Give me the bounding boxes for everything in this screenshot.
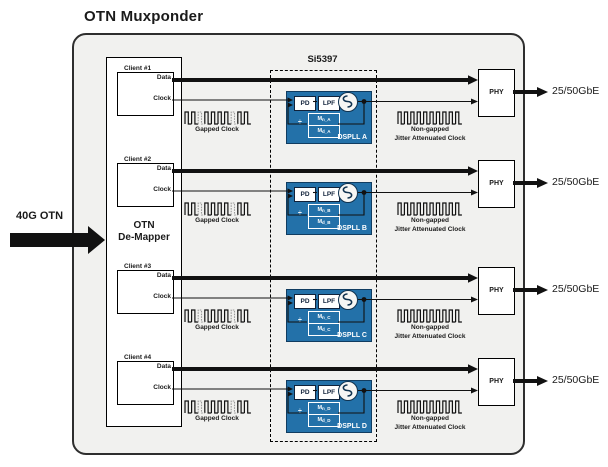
phase-detector-box: PD [294, 187, 316, 202]
loop-filter-box: LPF [318, 294, 340, 309]
gapped-clock-caption: Gapped Clock [195, 217, 239, 224]
nongapped-caption-line1: Non-gapped [411, 415, 449, 422]
dspll-block: PD LPF ÷ Mn_A Md_A DSPLL A [286, 91, 372, 144]
divide-sign: ÷ [298, 210, 302, 217]
page-title: OTN Muxponder [84, 8, 204, 25]
data-port-label: Data [156, 74, 171, 81]
phy-box: PHY [478, 267, 515, 315]
gapped-clock-caption: Gapped Clock [195, 324, 239, 331]
data-port-label: Data [156, 272, 171, 279]
nongapped-clock-waveform-icon [397, 111, 462, 125]
clock-port-label: Clock [153, 186, 171, 193]
si5397-label: Si5397 [307, 54, 338, 65]
oscillator-icon [338, 183, 358, 203]
gapped-clock-waveform-icon [184, 202, 251, 216]
nongapped-caption-line2: Jitter Attenuated Clock [394, 424, 466, 431]
nongapped-caption-line1: Non-gapped [411, 217, 449, 224]
divide-sign: ÷ [298, 317, 302, 324]
dspll-name-label: DSPLL A [337, 134, 367, 141]
client-label: Client #1 [124, 65, 152, 72]
phy-box: PHY [478, 358, 515, 406]
dspll-name-label: DSPLL C [337, 332, 367, 339]
clock-port-label: Clock [153, 384, 171, 391]
nongapped-clock-waveform-icon [397, 202, 462, 216]
phase-detector-box: PD [294, 96, 316, 111]
client-label: Client #4 [124, 354, 152, 361]
phase-detector-box: PD [294, 385, 316, 400]
gapped-clock-waveform-icon [184, 309, 251, 323]
phase-detector-box: PD [294, 294, 316, 309]
clock-port-label: Clock [153, 95, 171, 102]
output-rate-label: 25/50GbE [552, 85, 600, 97]
loop-filter-box: LPF [318, 96, 340, 111]
phy-box: PHY [478, 160, 515, 208]
dspll-block: PD LPF ÷ Mn_C Md_C DSPLL C [286, 289, 372, 342]
loop-filter-box: LPF [318, 187, 340, 202]
oscillator-icon [338, 92, 358, 112]
output-rate-label: 25/50GbE [552, 176, 600, 188]
nongapped-caption-line2: Jitter Attenuated Clock [394, 333, 466, 340]
feedback-divider-box: Mn_C Md_C [308, 311, 340, 336]
otn-demapper-label: OTN De-Mapper [118, 220, 170, 243]
feedback-divider-box: Mn_D Md_D [308, 402, 340, 427]
feedback-divider-box: Mn_A Md_A [308, 113, 340, 138]
clock-port-label: Clock [153, 293, 171, 300]
nongapped-clock-waveform-icon [397, 400, 462, 414]
gapped-clock-caption: Gapped Clock [195, 126, 239, 133]
client-box: Data Clock [117, 163, 174, 207]
input-40g-otn-label: 40G OTN [16, 210, 64, 222]
dspll-name-label: DSPLL B [337, 225, 367, 232]
gapped-clock-waveform-icon [184, 400, 251, 414]
dspll-block: PD LPF ÷ Mn_D Md_D DSPLL D [286, 380, 372, 433]
dspll-block: PD LPF ÷ Mn_B Md_B DSPLL B [286, 182, 372, 235]
nongapped-caption-line2: Jitter Attenuated Clock [394, 135, 466, 142]
nongapped-caption-line1: Non-gapped [411, 324, 449, 331]
client-label: Client #2 [124, 156, 152, 163]
client-label: Client #3 [124, 263, 152, 270]
client-box: Data Clock [117, 72, 174, 116]
gapped-clock-waveform-icon [184, 111, 251, 125]
oscillator-icon [338, 290, 358, 310]
divide-sign: ÷ [298, 408, 302, 415]
divide-sign: ÷ [298, 119, 302, 126]
nongapped-clock-waveform-icon [397, 309, 462, 323]
output-rate-label: 25/50GbE [552, 374, 600, 386]
feedback-divider-box: Mn_B Md_B [308, 204, 340, 229]
nongapped-caption-line1: Non-gapped [411, 126, 449, 133]
data-port-label: Data [156, 363, 171, 370]
loop-filter-box: LPF [318, 385, 340, 400]
gapped-clock-caption: Gapped Clock [195, 415, 239, 422]
si5397-dashed-boundary [270, 70, 377, 442]
phy-box: PHY [478, 69, 515, 117]
nongapped-caption-line2: Jitter Attenuated Clock [394, 226, 466, 233]
data-port-label: Data [156, 165, 171, 172]
client-box: Data Clock [117, 361, 174, 405]
output-rate-label: 25/50GbE [552, 283, 600, 295]
oscillator-icon [338, 381, 358, 401]
client-box: Data Clock [117, 270, 174, 314]
dspll-name-label: DSPLL D [337, 423, 367, 430]
